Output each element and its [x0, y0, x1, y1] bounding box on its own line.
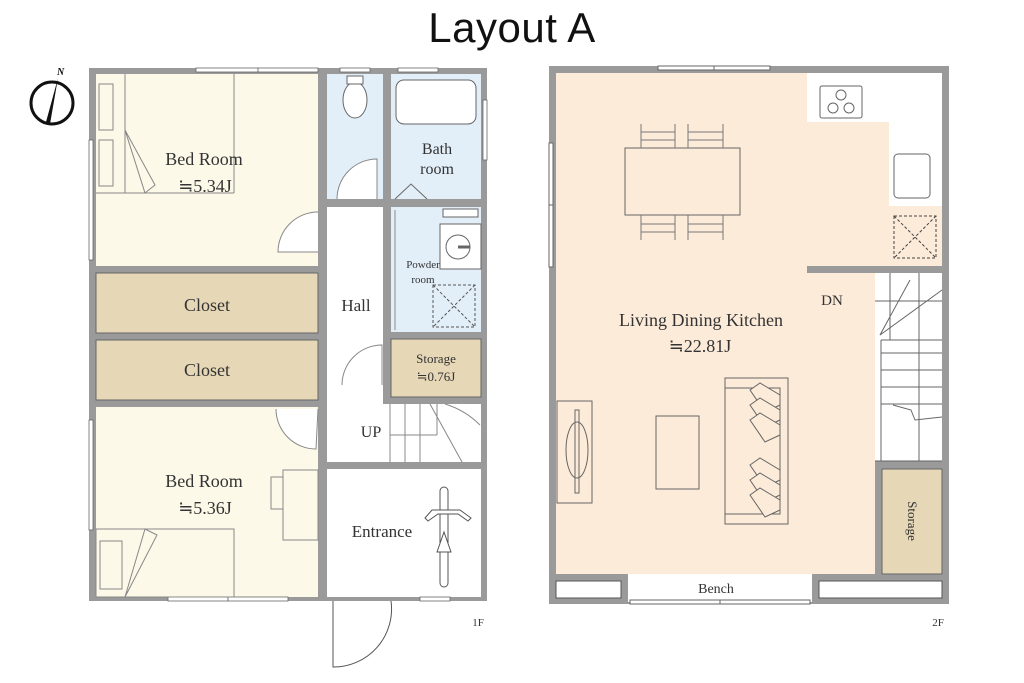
storage-2f-label: Storage — [905, 501, 920, 541]
floor-1-label: 1F — [472, 617, 484, 629]
ldk-label: Living Dining Kitchen — [619, 310, 783, 330]
stairs-up — [327, 404, 481, 462]
north-arrow-icon: N — [29, 67, 75, 126]
bath-label-2: room — [420, 161, 454, 178]
bedroom-1 — [96, 74, 318, 266]
room-labels: Bed Room ≒5.34J Closet Closet Bed Room ≒… — [165, 141, 944, 629]
floor-1-plan — [88, 67, 488, 668]
bath-label: Bath — [422, 141, 452, 158]
bedroom-2-area: ≒5.36J — [178, 498, 232, 518]
storage-1f-area: ≒0.76J — [417, 369, 456, 384]
living-dining-kitchen — [556, 73, 942, 574]
up-label: UP — [361, 424, 382, 441]
storage-1f-label: Storage — [416, 351, 456, 366]
stairs-down — [875, 273, 942, 461]
closet-2-label: Closet — [184, 360, 230, 380]
closet-1 — [95, 272, 319, 334]
bedroom-1-label: Bed Room — [165, 149, 243, 169]
page-title: Layout A — [428, 4, 596, 51]
powder-label-2: room — [411, 274, 435, 286]
dn-label: DN — [821, 293, 843, 309]
closet-1-label: Closet — [184, 295, 230, 315]
floor-2-plan — [548, 65, 949, 605]
closet-2 — [95, 339, 319, 401]
svg-text:N: N — [56, 67, 65, 78]
entrance — [327, 469, 481, 597]
ldk-area: ≒22.81J — [669, 336, 732, 356]
storage-2f — [881, 468, 943, 575]
bench — [628, 574, 812, 602]
bedroom-2-label: Bed Room — [165, 471, 243, 491]
entrance-label: Entrance — [352, 522, 412, 541]
powder-label: Powder — [406, 259, 440, 271]
bedroom-2 — [96, 407, 318, 597]
hall-label: Hall — [341, 296, 371, 315]
floor-2-label: 2F — [932, 617, 944, 629]
bedroom-1-area: ≒5.34J — [178, 176, 232, 196]
storage-1f — [390, 338, 482, 398]
bench-label: Bench — [698, 582, 734, 597]
